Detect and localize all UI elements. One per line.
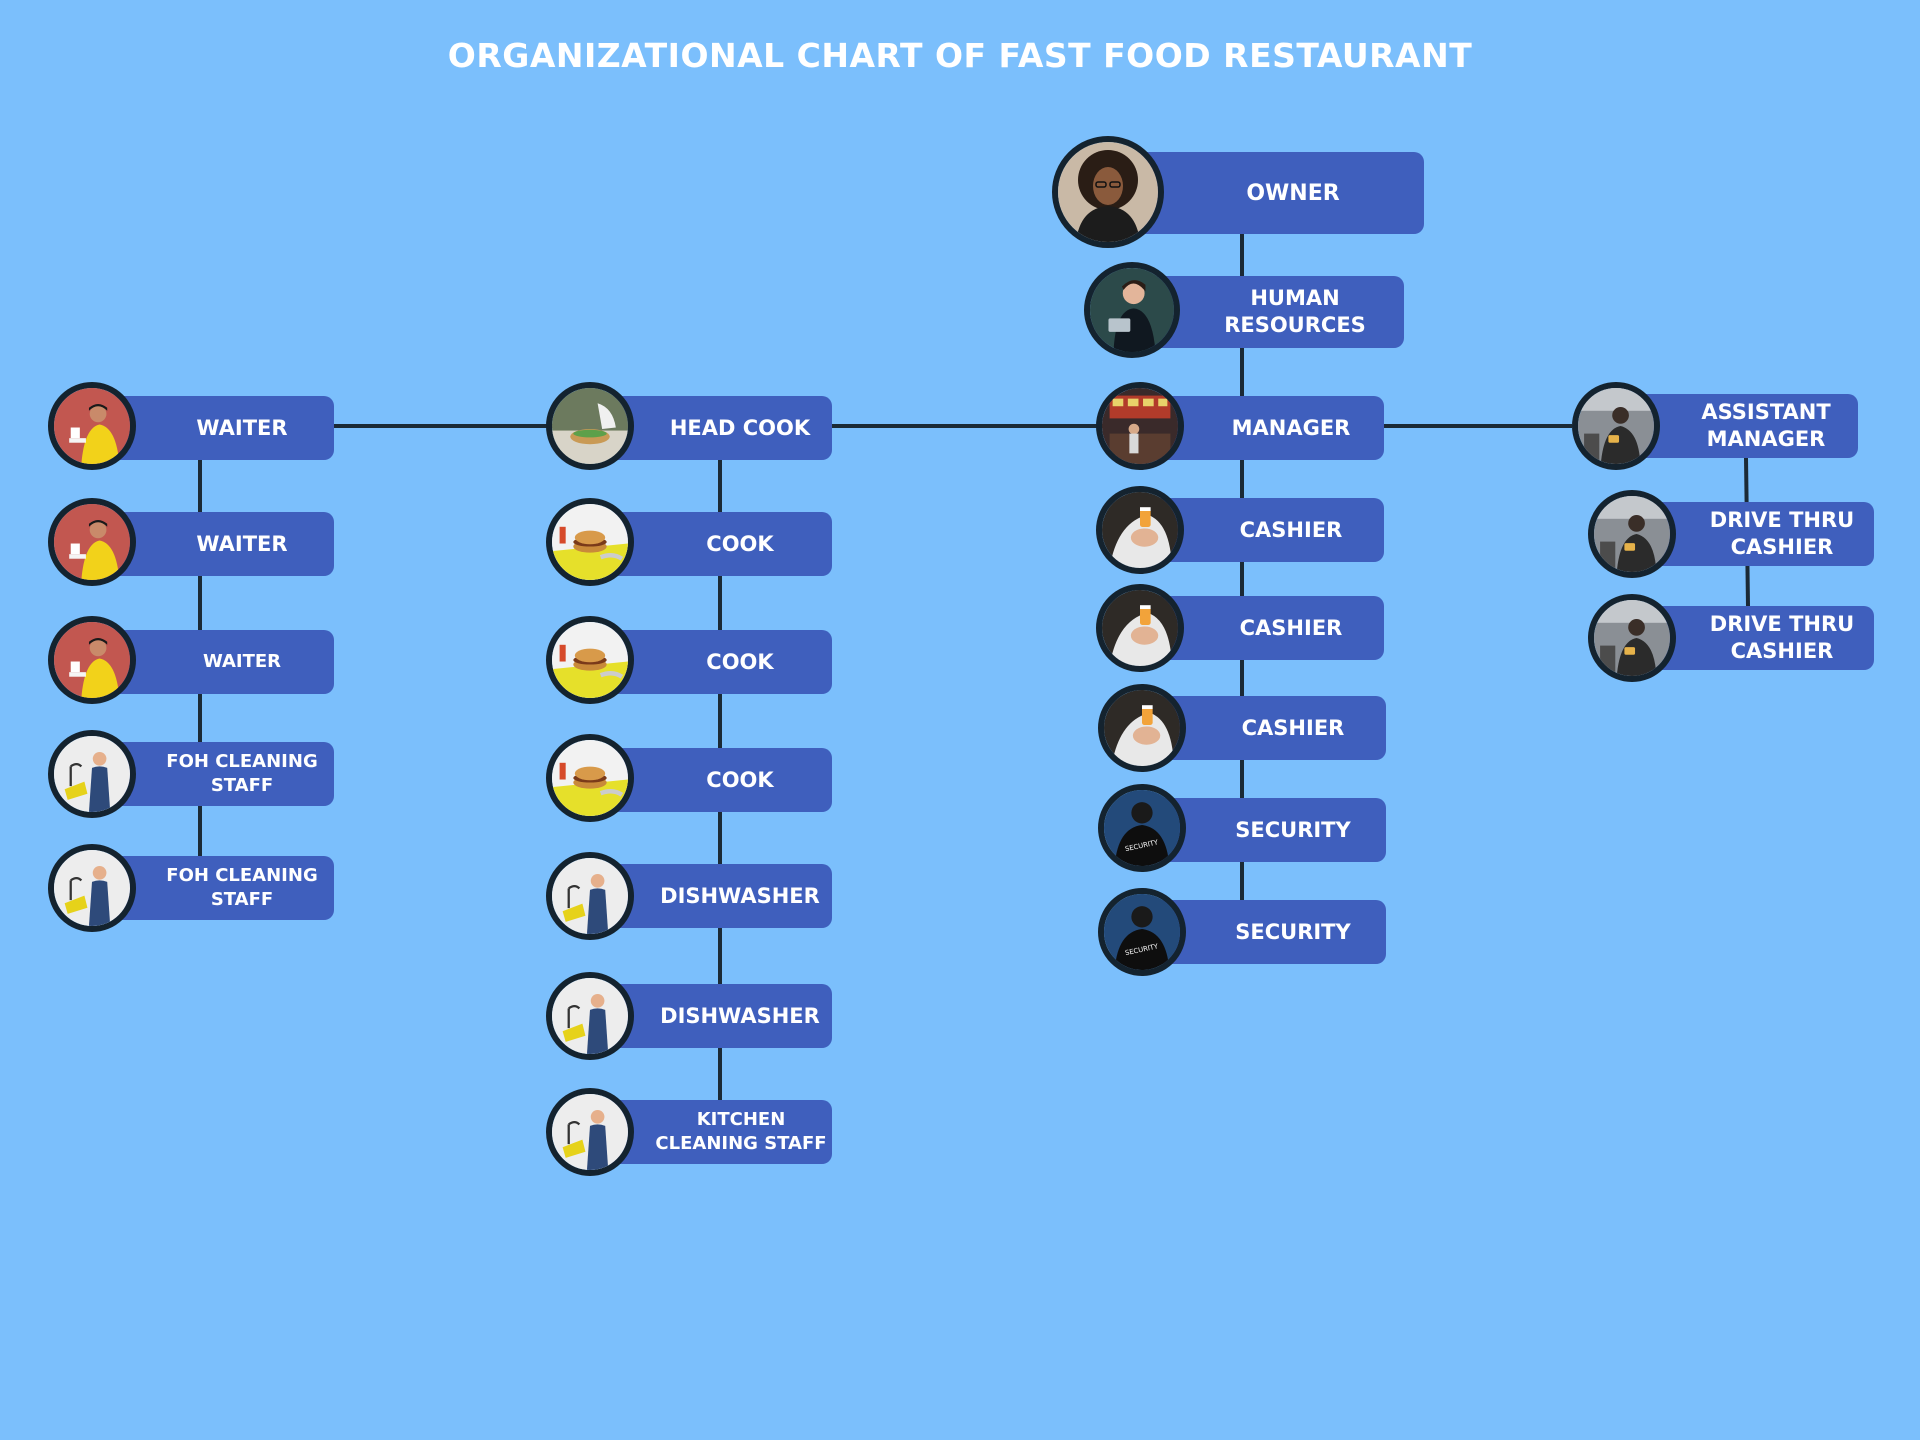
node-label-waiter: WAITER	[202, 651, 282, 672]
cashier-drink-photo-icon	[1098, 684, 1186, 772]
waiter-yellow-shirt-photo-icon	[48, 382, 136, 470]
cashier-drink-photo-icon	[1096, 584, 1184, 672]
node-label-security: SECURITY	[1235, 817, 1351, 842]
org-node-cook: COOK	[546, 734, 832, 824]
org-node-cashier: CASHIER	[1098, 684, 1386, 774]
org-node-foh-cleaning-staff: FOH CLEANING STAFF	[48, 844, 334, 934]
org-node-dishwasher: DISHWASHER	[546, 972, 832, 1062]
node-label-cashier: CASHIER	[1239, 615, 1343, 640]
org-node-drive-thru-cashier: DRIVE THRU CASHIER	[1588, 490, 1874, 580]
org-node-manager: MANAGER	[1096, 382, 1384, 472]
org-node-security: SECURITY	[1098, 784, 1386, 874]
node-label-head-cook: HEAD COOK	[669, 415, 811, 440]
org-node-cook: COOK	[546, 616, 832, 706]
org-node-waiter: WAITER	[48, 616, 334, 706]
org-node-dishwasher: DISHWASHER	[546, 852, 832, 942]
cleaning-woman-photo-icon	[546, 1088, 634, 1176]
org-node-cook: COOK	[546, 498, 832, 588]
org-node-drive-thru-cashier: DRIVE THRU CASHIER	[1588, 594, 1874, 684]
org-node-human-resources: HUMAN RESOURCES	[1084, 262, 1404, 362]
security-guard-photo-icon	[1098, 888, 1186, 976]
node-label-waiter: WAITER	[196, 531, 288, 556]
node-label-dishwasher: DISHWASHER	[660, 883, 820, 908]
node-label-assistant-manager: ASSISTANT MANAGER	[1701, 400, 1831, 451]
node-label-human-resources: HUMAN RESOURCES	[1224, 286, 1366, 337]
node-label-kitchen-cleaning-staff: KITCHEN CLEANING STAFF	[655, 1109, 827, 1154]
cashier-drink-photo-icon	[1096, 486, 1184, 574]
org-node-owner: OWNER	[1050, 136, 1424, 248]
node-label-owner: OWNER	[1246, 180, 1340, 206]
node-label-waiter: WAITER	[196, 415, 288, 440]
burger-cutting-board-photo-icon	[546, 616, 634, 704]
chef-sandwich-photo-icon	[546, 382, 634, 470]
org-node-foh-cleaning-staff: FOH CLEANING STAFF	[48, 730, 334, 820]
org-node-security: SECURITY	[1098, 888, 1386, 978]
restaurant-counter-photo-icon	[1096, 382, 1184, 470]
node-label-drive-thru-cashier: DRIVE THRU CASHIER	[1709, 612, 1855, 663]
waiter-yellow-shirt-photo-icon	[48, 616, 136, 704]
cleaning-woman-photo-icon	[546, 972, 634, 1060]
node-label-foh-cleaning-staff: FOH CLEANING STAFF	[166, 751, 318, 796]
cleaning-woman-photo-icon	[48, 730, 136, 818]
org-node-waiter: WAITER	[48, 382, 334, 472]
cleaning-woman-photo-icon	[48, 844, 136, 932]
cleaning-woman-photo-icon	[546, 852, 634, 940]
node-label-manager: MANAGER	[1231, 415, 1351, 440]
node-label-foh-cleaning-staff: FOH CLEANING STAFF	[166, 865, 318, 910]
burger-cutting-board-photo-icon	[546, 734, 634, 822]
node-label-drive-thru-cashier: DRIVE THRU CASHIER	[1709, 508, 1855, 559]
org-node-cashier: CASHIER	[1096, 486, 1384, 576]
waiter-yellow-shirt-photo-icon	[48, 498, 136, 586]
org-node-waiter: WAITER	[48, 498, 334, 588]
burger-cutting-board-photo-icon	[546, 498, 634, 586]
org-node-assistant-manager: ASSISTANT MANAGER	[1572, 382, 1858, 472]
drive-thru-photo-icon	[1588, 594, 1676, 682]
drive-thru-photo-icon	[1572, 382, 1660, 470]
org-node-head-cook: HEAD COOK	[546, 382, 832, 472]
org-node-cashier: CASHIER	[1096, 584, 1384, 674]
node-label-cashier: CASHIER	[1241, 715, 1345, 740]
node-label-cashier: CASHIER	[1239, 517, 1343, 542]
org-node-kitchen-cleaning-staff: KITCHEN CLEANING STAFF	[546, 1088, 832, 1178]
businesswoman-photo-icon	[1052, 136, 1164, 248]
node-label-cook: COOK	[706, 531, 774, 556]
node-label-cook: COOK	[706, 649, 774, 674]
security-guard-photo-icon	[1098, 784, 1186, 872]
node-label-security: SECURITY	[1235, 919, 1351, 944]
node-label-cook: COOK	[706, 767, 774, 792]
node-label-dishwasher: DISHWASHER	[660, 1003, 820, 1028]
chart-title: ORGANIZATIONAL CHART OF FAST FOOD RESTAU…	[447, 36, 1473, 75]
hr-woman-tablet-photo-icon	[1084, 262, 1180, 358]
drive-thru-photo-icon	[1588, 490, 1676, 578]
